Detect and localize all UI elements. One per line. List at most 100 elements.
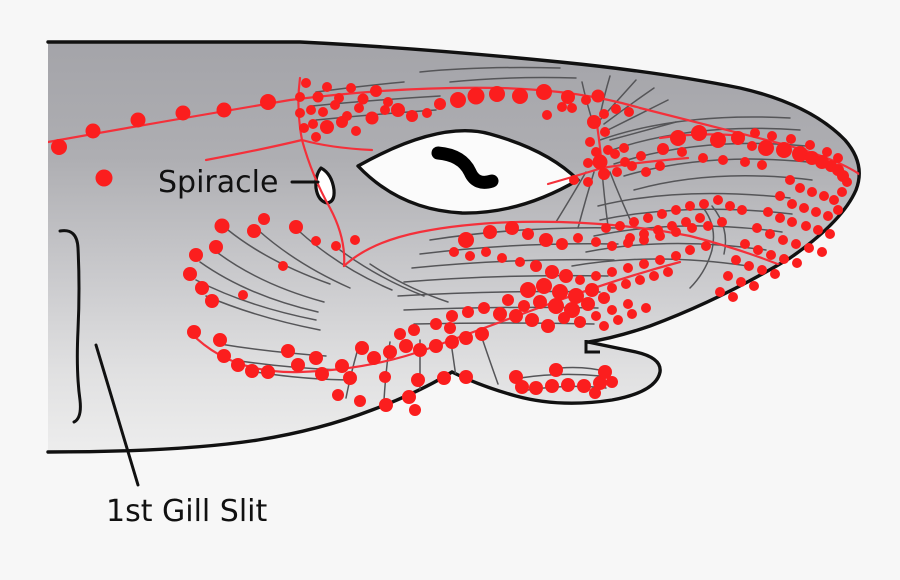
pore-group-snout-lower-arc <box>715 175 847 302</box>
pore-dot <box>636 151 646 161</box>
pore-dot <box>556 238 568 250</box>
pore-dot <box>558 312 570 324</box>
pore-dot <box>581 297 595 311</box>
pore-dot <box>561 378 575 392</box>
pore-dot <box>829 195 839 205</box>
pore-dot <box>807 187 817 197</box>
pore-dot <box>607 305 617 315</box>
pore-dot <box>740 157 750 167</box>
pore-dot <box>330 100 340 110</box>
pore-dot <box>610 149 620 159</box>
pore-dot <box>763 207 773 217</box>
pore-dot <box>577 379 591 393</box>
pore-dot <box>598 365 612 379</box>
pore-dot <box>725 201 735 211</box>
pore-dot <box>512 88 528 104</box>
ampullae-pores <box>51 78 852 416</box>
pore-dot <box>238 290 248 300</box>
pore-dot <box>613 315 623 325</box>
pore-dot <box>569 175 579 185</box>
pore-group-cheek-cluster <box>446 267 673 333</box>
pore-group-forehead-cluster <box>295 78 393 142</box>
pore-dot <box>217 349 231 363</box>
pore-dot <box>536 84 552 100</box>
pore-dot <box>753 245 763 255</box>
pore-dot <box>308 119 318 129</box>
pore-dot <box>295 92 305 102</box>
pore-dot <box>301 78 311 88</box>
pore-dot <box>585 283 599 297</box>
pore-dot <box>213 333 227 347</box>
pore-dot <box>591 271 601 281</box>
pore-dot <box>677 147 687 157</box>
pore-dot <box>315 367 329 381</box>
pore-dot <box>434 98 446 110</box>
pore-dot <box>685 245 695 255</box>
pore-dot <box>728 292 738 302</box>
pore-dot <box>606 376 618 388</box>
pore-dot <box>717 217 727 227</box>
pore-dot <box>699 199 709 209</box>
pore-dot <box>343 371 357 385</box>
pore-dot <box>394 328 406 340</box>
pore-dot <box>775 213 785 223</box>
pore-dot <box>667 221 677 231</box>
pore-dot <box>607 283 617 293</box>
pore-dot <box>515 380 529 394</box>
pore-dot <box>509 309 523 323</box>
pore-dot <box>350 235 360 245</box>
pore-dot <box>736 277 746 287</box>
pore-dot <box>209 240 223 254</box>
pore-dot <box>214 218 230 234</box>
pore-dot <box>533 295 547 309</box>
pore-dot <box>600 127 610 137</box>
pore-dot <box>641 303 651 313</box>
pore-group-lower-jaw-arc <box>509 363 618 399</box>
pore-dot <box>627 309 637 319</box>
pore-group-dorsal-row <box>51 94 276 187</box>
pore-dot <box>621 279 631 289</box>
pore-dot <box>422 108 432 118</box>
pore-dot <box>413 343 427 357</box>
pore-dot <box>515 257 525 267</box>
pore-dot <box>698 153 708 163</box>
pore-dot <box>718 155 728 165</box>
pore-dot <box>825 229 835 239</box>
pore-dot <box>639 229 649 239</box>
pore-dot <box>536 278 552 294</box>
pore-dot <box>247 224 261 238</box>
pore-dot <box>311 132 321 142</box>
pore-dot <box>770 269 780 279</box>
pore-dot <box>281 344 295 358</box>
pore-group-preopercular-fan <box>183 213 360 308</box>
pore-dot <box>505 221 519 235</box>
pore-dot <box>411 373 425 387</box>
pore-dot <box>518 300 530 312</box>
pore-dot <box>379 371 391 383</box>
pore-dot <box>545 265 559 279</box>
pore-dot <box>757 160 767 170</box>
pore-dot <box>691 125 707 141</box>
pore-dot <box>776 142 792 158</box>
pore-dot <box>804 243 814 253</box>
gill-slit-label: 1st Gill Slit <box>106 494 268 529</box>
pore-dot <box>309 351 323 365</box>
pore-group-infraorbital-arc <box>449 217 727 285</box>
pore-dot <box>450 92 466 108</box>
pore-dot <box>489 86 505 102</box>
pore-dot <box>795 183 805 193</box>
pore-group-post-orbital-cluster <box>567 89 665 187</box>
pore-dot <box>549 363 563 377</box>
pore-dot <box>367 351 381 365</box>
pore-dot <box>752 223 762 233</box>
pore-dot <box>445 335 459 349</box>
pore-dot <box>695 213 705 223</box>
pore-dot <box>731 131 745 145</box>
pore-dot <box>833 205 843 215</box>
pore-dot <box>449 247 459 257</box>
pore-dot <box>643 213 653 223</box>
pore-dot <box>478 302 490 314</box>
pore-dot <box>568 288 584 304</box>
pore-dot <box>245 364 259 378</box>
